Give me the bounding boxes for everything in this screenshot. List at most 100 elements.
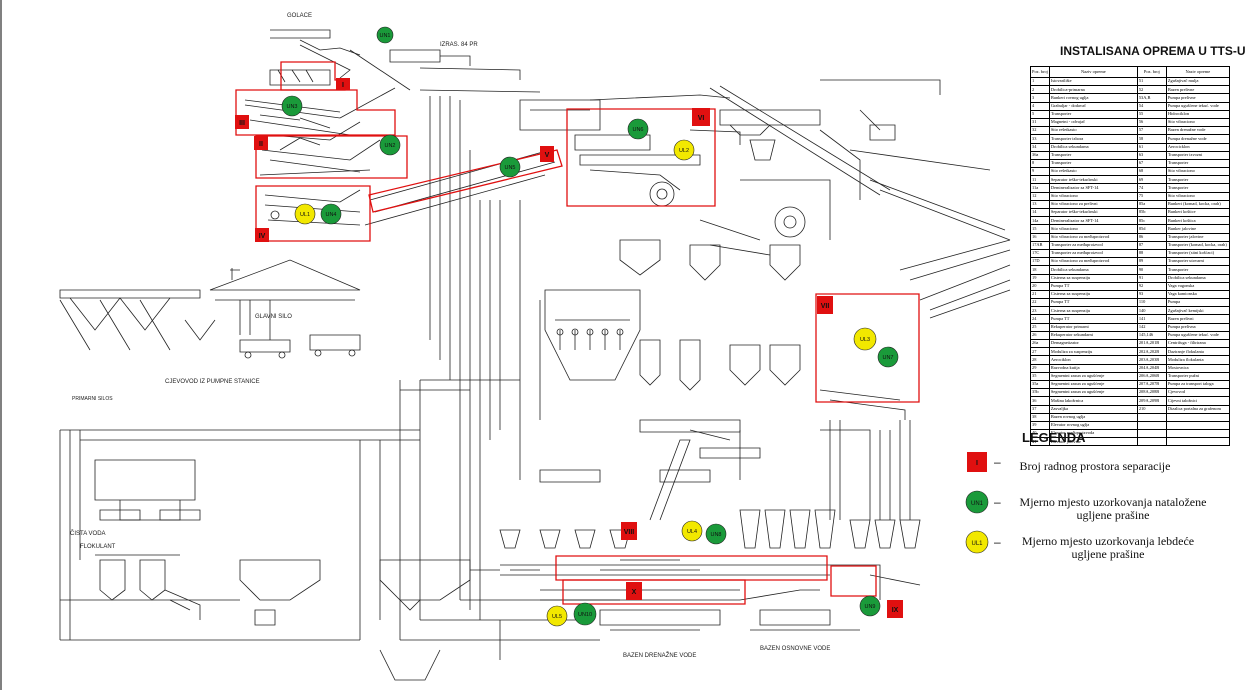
ws-marker-V xyxy=(540,146,554,162)
equipment-pos: 16 xyxy=(1030,232,1050,242)
equipment-pos-2: 206A,206B xyxy=(1136,371,1167,381)
ws-marker-III xyxy=(235,115,249,129)
equipment-name-2: Bazen prelivne xyxy=(1165,85,1230,95)
ws-label-VI: VI xyxy=(698,115,705,122)
ul-sampling-points: UL1 UL2 UL3 UL4 UL5 xyxy=(294,139,877,627)
equipment-name: Drobilica sekundarna xyxy=(1048,265,1138,275)
equipment-name: Bazen rovnog uglja xyxy=(1048,412,1138,422)
golace-label: GOLACE xyxy=(287,13,312,19)
equipment-pos: 3 xyxy=(1030,93,1050,103)
legend-dash: – xyxy=(994,495,1001,509)
un5-label: UN5 xyxy=(504,165,515,171)
equipment-name-2: Hidrociklon xyxy=(1165,109,1230,119)
equipment-name: Demineralizator za SFT-14 xyxy=(1048,216,1138,226)
equipment-pos: 35a xyxy=(1030,379,1050,390)
ws-label-X: X xyxy=(632,589,637,596)
equipment-name: Pumpa TT xyxy=(1048,281,1138,291)
equipment-pos-2: 54 xyxy=(1136,101,1167,111)
equipment-pos: 32 xyxy=(1030,126,1050,136)
equipment-name: Elevator rovnog uglja xyxy=(1048,420,1138,431)
header-poz-broj-2: Poz. broj xyxy=(1136,66,1167,78)
equipment-name: Sito vibraciono za međuproizvod xyxy=(1048,232,1138,242)
equipment-name-2: Pumpa drenažne vode xyxy=(1165,134,1230,144)
equipment-name: Drobilica sekundarna xyxy=(1048,142,1138,152)
equipment-name: Transporter xyxy=(1048,109,1138,119)
ul1-label: UL1 xyxy=(300,212,310,218)
equipment-name: Demagnetizator xyxy=(1048,338,1138,349)
equipment-name: Cisterna za suspenziju xyxy=(1048,306,1138,316)
equipment-pos-2: 203A,203B xyxy=(1136,355,1167,365)
legend-suspended-marker xyxy=(965,530,989,554)
equipment-pos: 28 xyxy=(1030,355,1050,365)
equipment-name: Rekuperator sekundarni xyxy=(1048,330,1138,341)
equipment-name-2: Zgušnjivač kemijski xyxy=(1165,306,1230,316)
legend-dash: – xyxy=(994,455,1001,469)
equipment-pos-2: 92 xyxy=(1136,281,1167,291)
equipment-name-2: Moduliza flokulanta xyxy=(1165,355,1230,365)
equipment-name-2: Zgušnjivač mulja xyxy=(1165,76,1230,87)
equipment-pos: 21 xyxy=(1030,289,1050,300)
equipment-name: Istovarilište xyxy=(1048,76,1138,87)
equipment-name: Cisterna za suspenziju xyxy=(1048,273,1138,283)
equipment-pos-2: 210 xyxy=(1136,404,1167,414)
equipment-name: Magnetni - odvajač xyxy=(1048,117,1138,128)
equipment-pos: 25 xyxy=(1030,322,1050,332)
equipment-header-row: Poz. broj Naziv opreme Poz. broj Naziv o… xyxy=(1030,66,1230,78)
un7-label: UN7 xyxy=(882,355,893,361)
equipment-name-2: Pumpa prelivne xyxy=(1165,93,1230,103)
equipment-name: Segmentni zasun za ugušćenje xyxy=(1048,379,1138,390)
legend-title: LEGENDA xyxy=(1022,430,1086,445)
conveyor-lines xyxy=(364,85,1011,319)
equipment-pos: 4 xyxy=(1030,101,1050,111)
equipment-pos: 13 xyxy=(1030,199,1050,210)
equipment-pos: 35 xyxy=(1030,371,1050,381)
equipment-pos-2: 201A,201B xyxy=(1136,338,1167,349)
equipment-pos-2: 85b xyxy=(1136,207,1167,218)
equipment-name-2: Bunkeri (komad, kocka, orah) xyxy=(1165,199,1230,210)
equipment-name-2: Cjevovod xyxy=(1165,388,1230,398)
equipment-name: Transporter xyxy=(1048,150,1138,160)
equipment-pos: 27 xyxy=(1030,347,1050,357)
un3-label: UN3 xyxy=(286,104,297,110)
equipment-name: Pumpa TT xyxy=(1048,298,1138,308)
equipment-name: Separator teško-tekućinski xyxy=(1048,207,1138,218)
glavni-silo-label: GLAVNI SILO xyxy=(255,314,292,320)
equipment-pos: 8 xyxy=(1030,158,1050,169)
equipment-pos-2: 140 xyxy=(1136,306,1167,316)
equipment-pos-2: 52 xyxy=(1136,85,1167,95)
legend-settled-symbol: UN1 xyxy=(971,501,984,507)
equipment-name: Sito rešetkasto xyxy=(1048,126,1138,136)
equipment-pos-2: 85c xyxy=(1136,216,1167,226)
equipment-pos: 18 xyxy=(1030,265,1050,275)
ws-label-I: I xyxy=(342,82,344,89)
equipment-pos-2: 110 xyxy=(1136,298,1167,308)
equipment-name: Pumpa TT xyxy=(1048,314,1138,324)
work-space-outline-VI xyxy=(566,108,716,207)
equipment-name-2: Transporter xyxy=(1165,175,1230,185)
flokulant-label: FLOKULANT xyxy=(80,544,116,550)
equipment-pos-2: 61 xyxy=(1136,142,1167,152)
ul3-label: UL3 xyxy=(860,337,870,343)
work-space-outline-X xyxy=(562,579,746,605)
equipment-name-2: Bazen drenažne vode xyxy=(1165,126,1230,136)
equipment-pos: 38 xyxy=(1030,412,1050,422)
equipment-pos: 36a xyxy=(1030,150,1050,160)
